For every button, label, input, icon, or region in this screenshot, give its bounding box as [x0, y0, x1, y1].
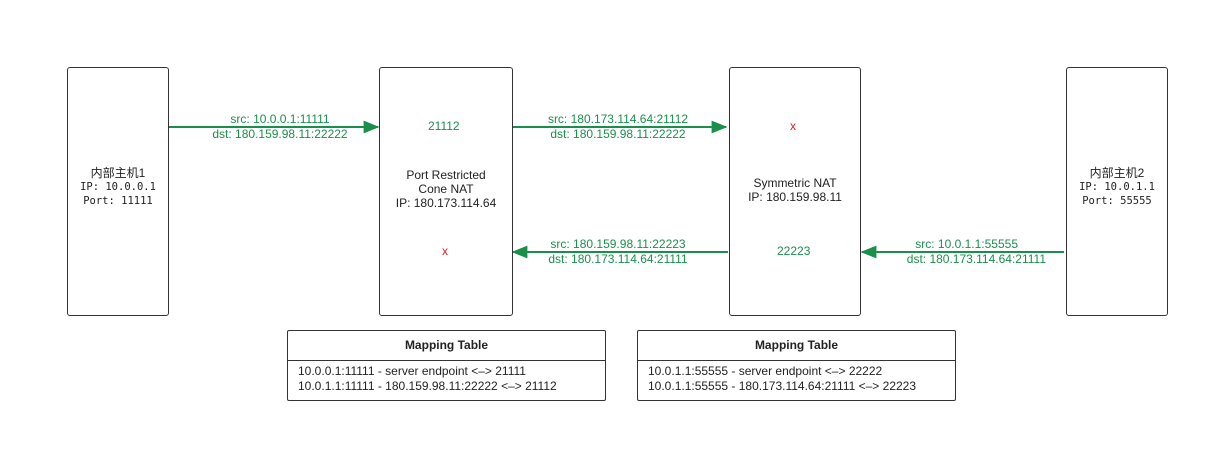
in1-mapped-port: 22223 — [776, 244, 812, 258]
flow-out2-label: src: 180.173.114.64:21112 dst: 180.159.9… — [512, 112, 724, 142]
mapping-row: 10.0.1.1:55555 - 180.173.114.64:21111 <–… — [648, 379, 917, 393]
host2-name: 内部主机2 — [1089, 166, 1145, 180]
flow-in2-label: src: 180.159.98.11:22223 dst: 180.173.11… — [512, 237, 724, 267]
host2-port: Port: 55555 — [1082, 195, 1152, 207]
host2-ip: IP: 10.0.1.1 — [1079, 181, 1155, 193]
host1-port: Port: 11111 — [83, 195, 153, 207]
nat2-line1: Symmetric NAT — [753, 176, 837, 190]
host2-box: 内部主机2 IP: 10.0.1.1 Port: 55555 — [1066, 67, 1168, 316]
flow-out2-dst: dst: 180.159.98.11:22222 — [550, 127, 686, 141]
out1-mapped-port: 21112 — [427, 119, 461, 133]
mapping-row: 10.0.0.1:11111 - server endpoint <–> 211… — [298, 364, 526, 378]
out2-block-mark: x — [789, 119, 797, 133]
nat1-box: Port Restricted Cone NAT IP: 180.173.114… — [379, 67, 513, 316]
host1-ip: IP: 10.0.0.1 — [80, 181, 156, 193]
mapping-table-right: Mapping Table 10.0.1.1:55555 - server en… — [637, 330, 956, 401]
nat1-ip: IP: 180.173.114.64 — [395, 196, 497, 210]
mapping-table-left-title: Mapping Table — [288, 331, 605, 361]
flow-in1-dst: dst: 180.173.114.64:21111 — [906, 252, 1046, 266]
mapping-row: 10.0.1.1:11111 - 180.159.98.11:22222 <–>… — [298, 379, 557, 393]
host1-box: 内部主机1 IP: 10.0.0.1 Port: 11111 — [67, 67, 169, 316]
in2-block-mark: x — [441, 244, 449, 258]
flow-in2-src: src: 180.159.98.11:22223 — [550, 237, 686, 251]
flow-out2-src: src: 180.173.114.64:21112 — [547, 112, 689, 126]
flow-in2-dst: dst: 180.173.114.64:21111 — [548, 252, 688, 266]
flow-out1-dst: dst: 180.159.98.11:22222 — [212, 127, 348, 141]
mapping-table-right-title: Mapping Table — [638, 331, 955, 361]
flow-in1-src: src: 10.0.1.1:55555 — [915, 237, 1018, 251]
nat1-line1: Port Restricted — [406, 168, 486, 182]
mapping-row: 10.0.1.1:55555 - server endpoint <–> 222… — [648, 364, 883, 378]
mapping-table-left: Mapping Table 10.0.0.1:11111 - server en… — [287, 330, 606, 401]
flow-out1-label: src: 10.0.0.1:11111 dst: 180.159.98.11:2… — [180, 112, 380, 142]
nat1-line2: Cone NAT — [418, 182, 474, 196]
flow-out1-src: src: 10.0.0.1:11111 — [230, 112, 330, 126]
nat2-ip: IP: 180.159.98.11 — [748, 190, 842, 204]
flow-in1-label: src: 10.0.1.1:55555 dst: 180.173.114.64:… — [870, 237, 1046, 267]
host1-name: 内部主机1 — [90, 166, 146, 180]
nat2-box: Symmetric NAT IP: 180.159.98.11 — [729, 67, 861, 316]
